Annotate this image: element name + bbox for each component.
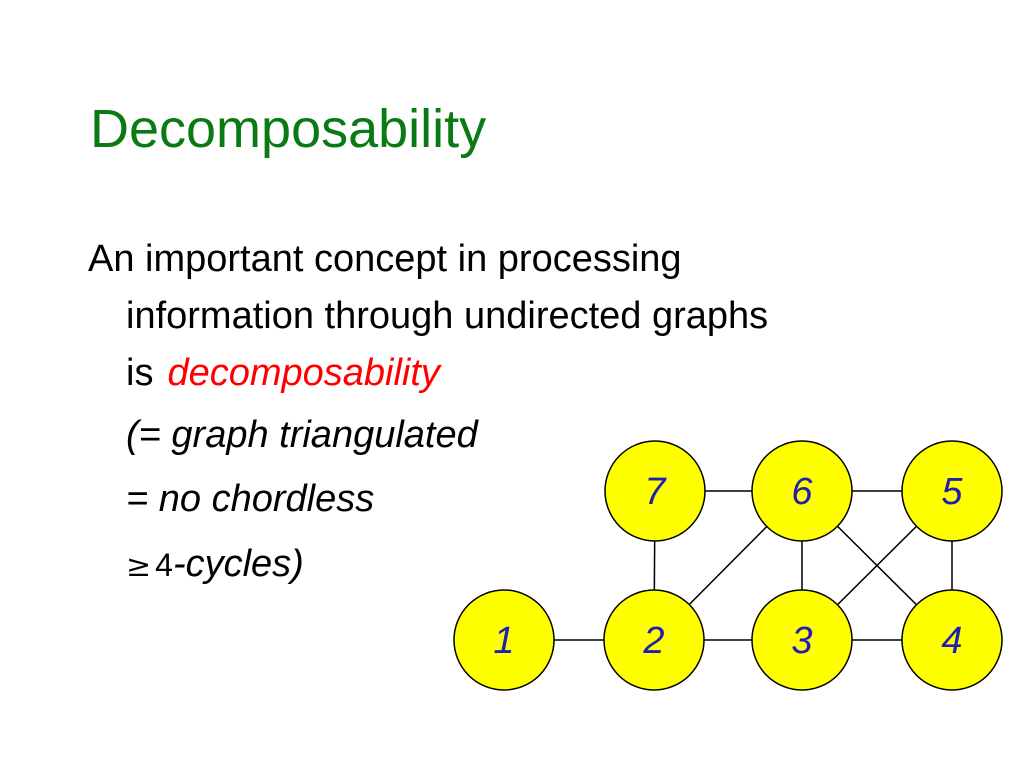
graph-node-4: 4 [901, 589, 1003, 691]
body-line-6-suffix: -cycles) [172, 543, 304, 585]
node-circle-6 [751, 440, 853, 542]
graph-edges [504, 490, 953, 641]
node-circle-3 [751, 589, 853, 691]
cycle-length-number: 4 [155, 547, 173, 583]
node-label-7: 7 [644, 471, 667, 513]
node-label-6: 6 [791, 471, 813, 513]
body-line-5: = no chordless [126, 478, 375, 520]
node-circle-4 [901, 589, 1003, 691]
body-line-4: (= graph triangulated [126, 414, 478, 456]
node-label-2: 2 [642, 620, 664, 662]
node-circle-2 [603, 589, 705, 691]
graph-node-2: 2 [603, 589, 705, 691]
graph-node-7: 7 [604, 440, 706, 542]
node-label-4: 4 [941, 620, 962, 662]
body-line-3: is decomposability [126, 351, 440, 397]
node-label-3: 3 [791, 620, 812, 662]
body-line-2: information through undirected graphs [126, 295, 769, 337]
emphasis-term: decomposability [167, 352, 440, 394]
node-label-5: 5 [941, 471, 963, 513]
graph-nodes: 1 2 3 4 5 6 7 [453, 440, 1003, 691]
node-circle-1 [453, 589, 555, 691]
node-circle-7 [604, 440, 706, 542]
node-label-1: 1 [493, 620, 514, 662]
body-line-6: ≥4-cycles) [126, 542, 304, 588]
graph-node-3: 3 [751, 589, 853, 691]
graph-node-1: 1 [453, 589, 555, 691]
body-line-3-prefix: is [126, 352, 154, 394]
greater-equal-symbol: ≥ [126, 549, 152, 584]
slide-title: Decomposability [90, 99, 487, 159]
node-circle-5 [901, 440, 1003, 542]
graph-node-6: 6 [751, 440, 853, 542]
body-line-1: An important concept in processing [88, 238, 682, 280]
graph-node-5: 5 [901, 440, 1003, 542]
